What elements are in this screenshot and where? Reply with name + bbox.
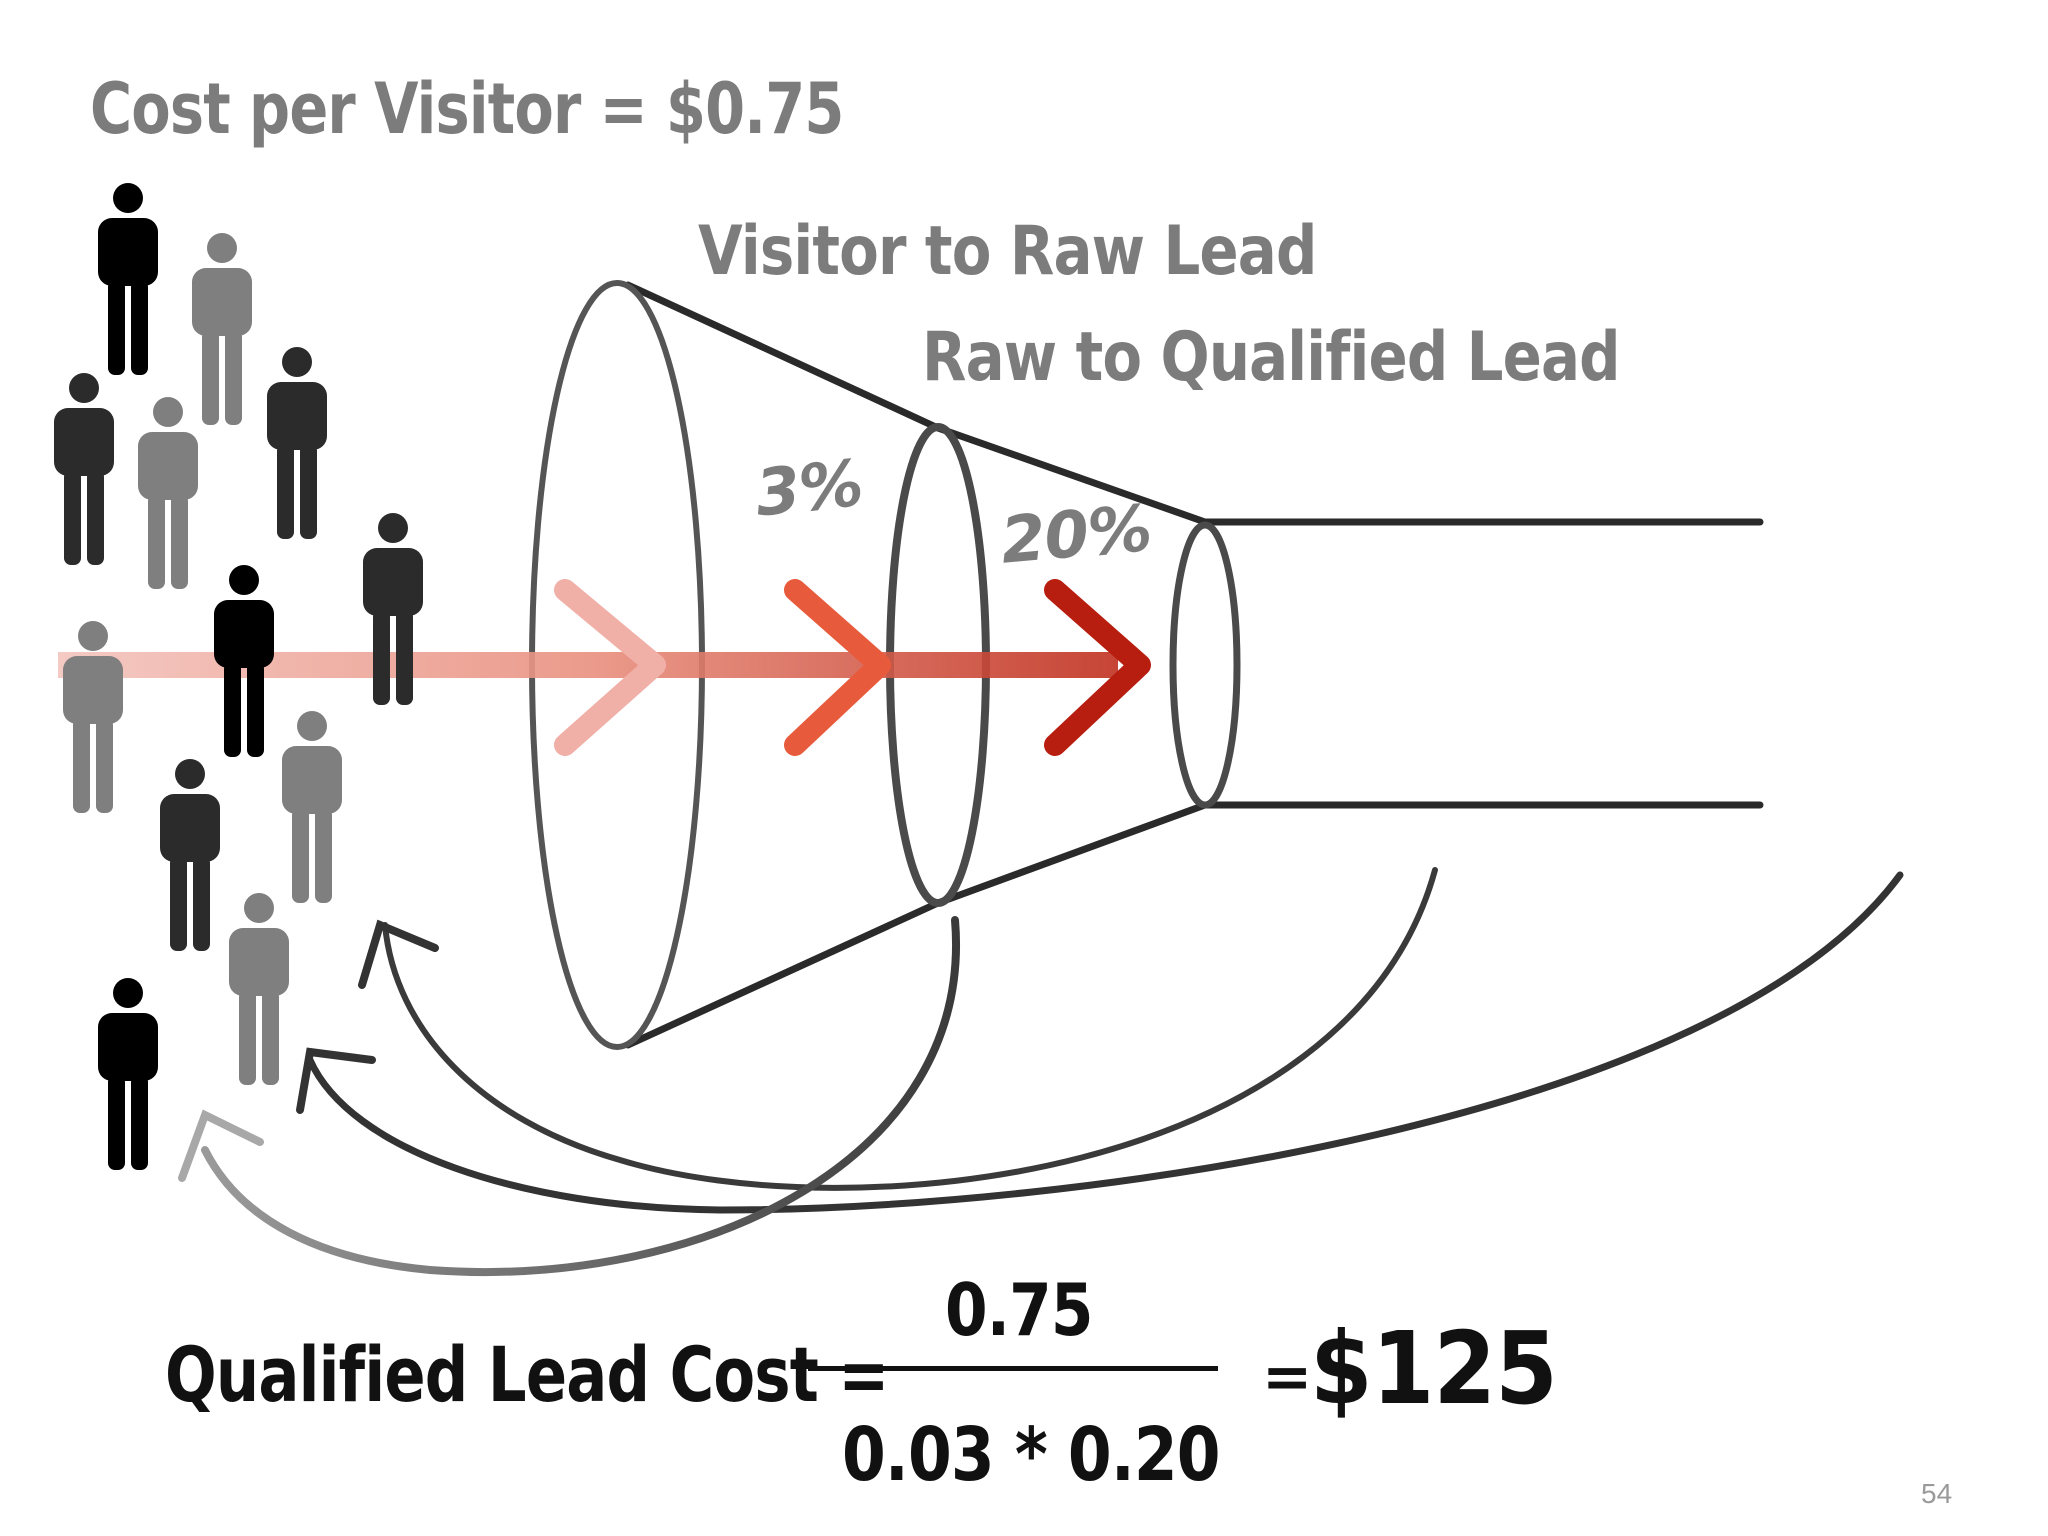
flow-arrow-head-2	[784, 579, 891, 756]
person-icon	[138, 397, 198, 589]
formula-result: $125	[1310, 1310, 1558, 1427]
fraction-bar	[808, 1366, 1218, 1371]
person-icon	[54, 373, 114, 565]
recycle-arrowhead-middle	[358, 919, 439, 989]
person-icon	[229, 893, 289, 1085]
formula-label: Qualified Lead Cost =	[165, 1330, 889, 1419]
person-icon	[214, 565, 274, 757]
person-icon	[98, 183, 158, 375]
conversion-rate-2: 20%	[998, 491, 1155, 579]
formula-numerator: 0.75	[945, 1268, 1093, 1352]
person-icon	[98, 978, 158, 1170]
person-icon	[192, 233, 252, 425]
cost-per-visitor-label: Cost per Visitor = $0.75	[90, 68, 844, 150]
recycle-arrowhead-inner	[178, 1109, 264, 1182]
recycle-arrow-middle	[382, 867, 1438, 1191]
conversion-rate-1: 3%	[752, 446, 866, 532]
person-icon	[267, 347, 327, 539]
recycle-arrow-outer	[306, 871, 1904, 1214]
funnel-neck-ring	[1169, 521, 1241, 809]
stage-label-raw-to-qualified: Raw to Qualified Lead	[922, 318, 1620, 397]
flow-arrow-head-3	[1044, 579, 1151, 756]
recycle-arrow-inner	[201, 916, 961, 1277]
funnel-top-edge	[624, 281, 1764, 526]
formula-denominator: 0.03 * 0.20	[842, 1412, 1221, 1498]
formula-equals: =	[1262, 1342, 1312, 1412]
person-icon	[63, 621, 123, 813]
flow-arrow-head-1	[554, 579, 666, 756]
recycle-arrowhead-outer	[296, 1047, 376, 1114]
page-number: 54	[1921, 1478, 1953, 1509]
recycle-arrows	[178, 867, 1904, 1277]
person-icon	[160, 759, 220, 951]
funnel-bottom-edge	[624, 801, 1764, 1049]
stage-label-visitor-to-raw: Visitor to Raw Lead	[698, 212, 1317, 291]
person-icon	[282, 711, 342, 903]
